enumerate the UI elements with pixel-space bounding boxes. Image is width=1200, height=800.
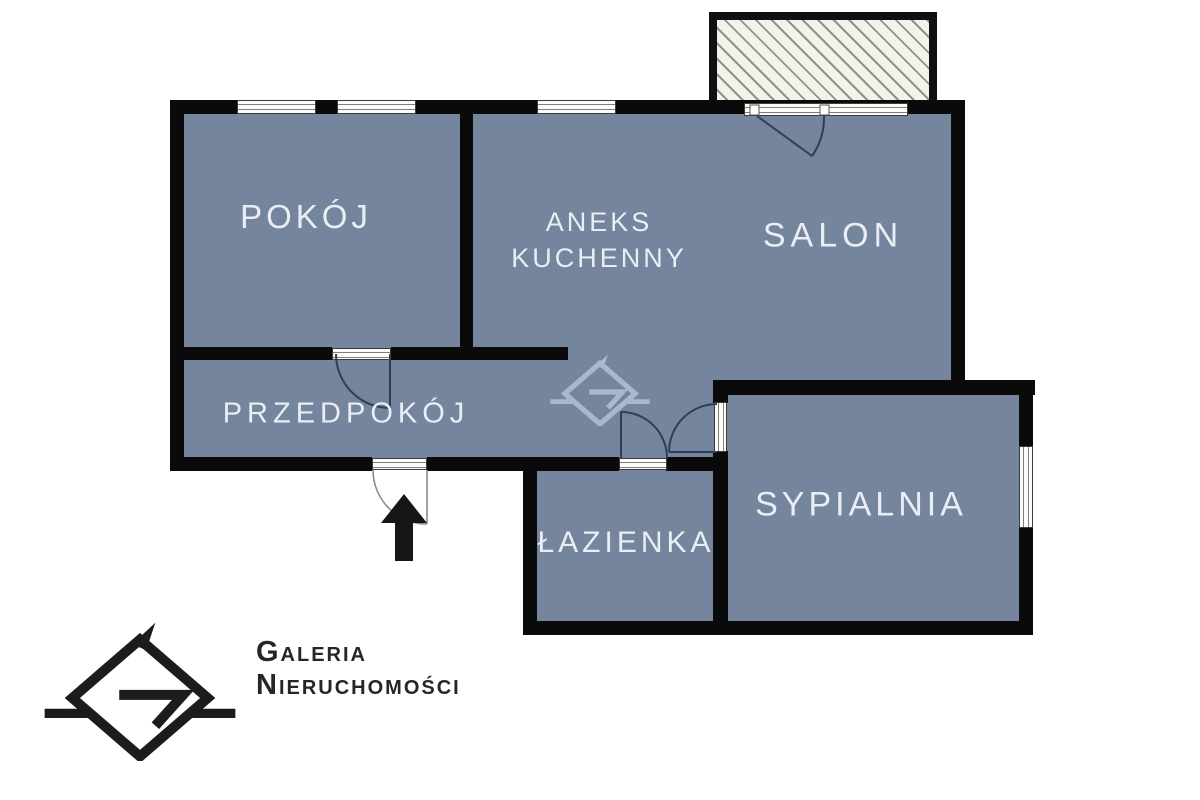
wall	[1019, 382, 1033, 448]
brand-name-line2: Nieruchomości	[256, 669, 461, 701]
wall	[713, 451, 728, 635]
wall	[1019, 527, 1033, 635]
wall	[170, 347, 332, 360]
room-label-pokoj: POKÓJ	[240, 198, 372, 235]
wall	[523, 457, 537, 635]
brand-name: Galeria Nieruchomości	[256, 636, 461, 702]
balcony-door-window	[744, 103, 908, 116]
room-label-sypialnia: SYPIALNIA	[755, 485, 967, 524]
wall	[523, 621, 1033, 635]
gn-diamond-watermark-icon	[548, 352, 652, 426]
entrance-arrow-icon	[381, 494, 427, 561]
entrance-arrow-shaft	[395, 523, 413, 561]
balcony-hatch	[709, 12, 937, 112]
room-label-lazienka: ŁAZIENKA	[537, 526, 715, 559]
door-frame	[619, 458, 667, 470]
entrance-door-frame	[372, 458, 427, 470]
room-fill-hall	[176, 106, 718, 468]
entrance-arrow-head	[381, 494, 427, 523]
room-fill-bathroom	[529, 462, 721, 624]
window	[237, 100, 316, 114]
wall	[391, 347, 568, 360]
room-label-aneks-line1: ANEKS	[545, 207, 653, 237]
wall	[170, 100, 184, 471]
wall	[427, 457, 537, 471]
door-frame	[714, 402, 727, 452]
wall	[460, 110, 473, 355]
wall	[170, 457, 372, 471]
wall	[537, 457, 619, 471]
window	[337, 100, 416, 114]
gn-diamond-logo-icon	[40, 618, 240, 761]
wall	[713, 380, 1035, 395]
wall	[951, 100, 965, 395]
room-label-aneks-line2: KUCHENNY	[511, 243, 687, 273]
room-label-przedpokoj: PRZEDPOKÓJ	[222, 397, 470, 430]
window	[537, 100, 616, 114]
wall	[666, 457, 718, 471]
room-label-aneks-kuchenny: ANEKS KUCHENNY	[511, 204, 687, 276]
room-label-salon: SALON	[762, 216, 904, 255]
door-frame	[332, 348, 391, 360]
room-fill-bedroom	[719, 388, 1027, 624]
brand-name-line1: Galeria	[256, 636, 368, 668]
window	[1019, 446, 1033, 528]
